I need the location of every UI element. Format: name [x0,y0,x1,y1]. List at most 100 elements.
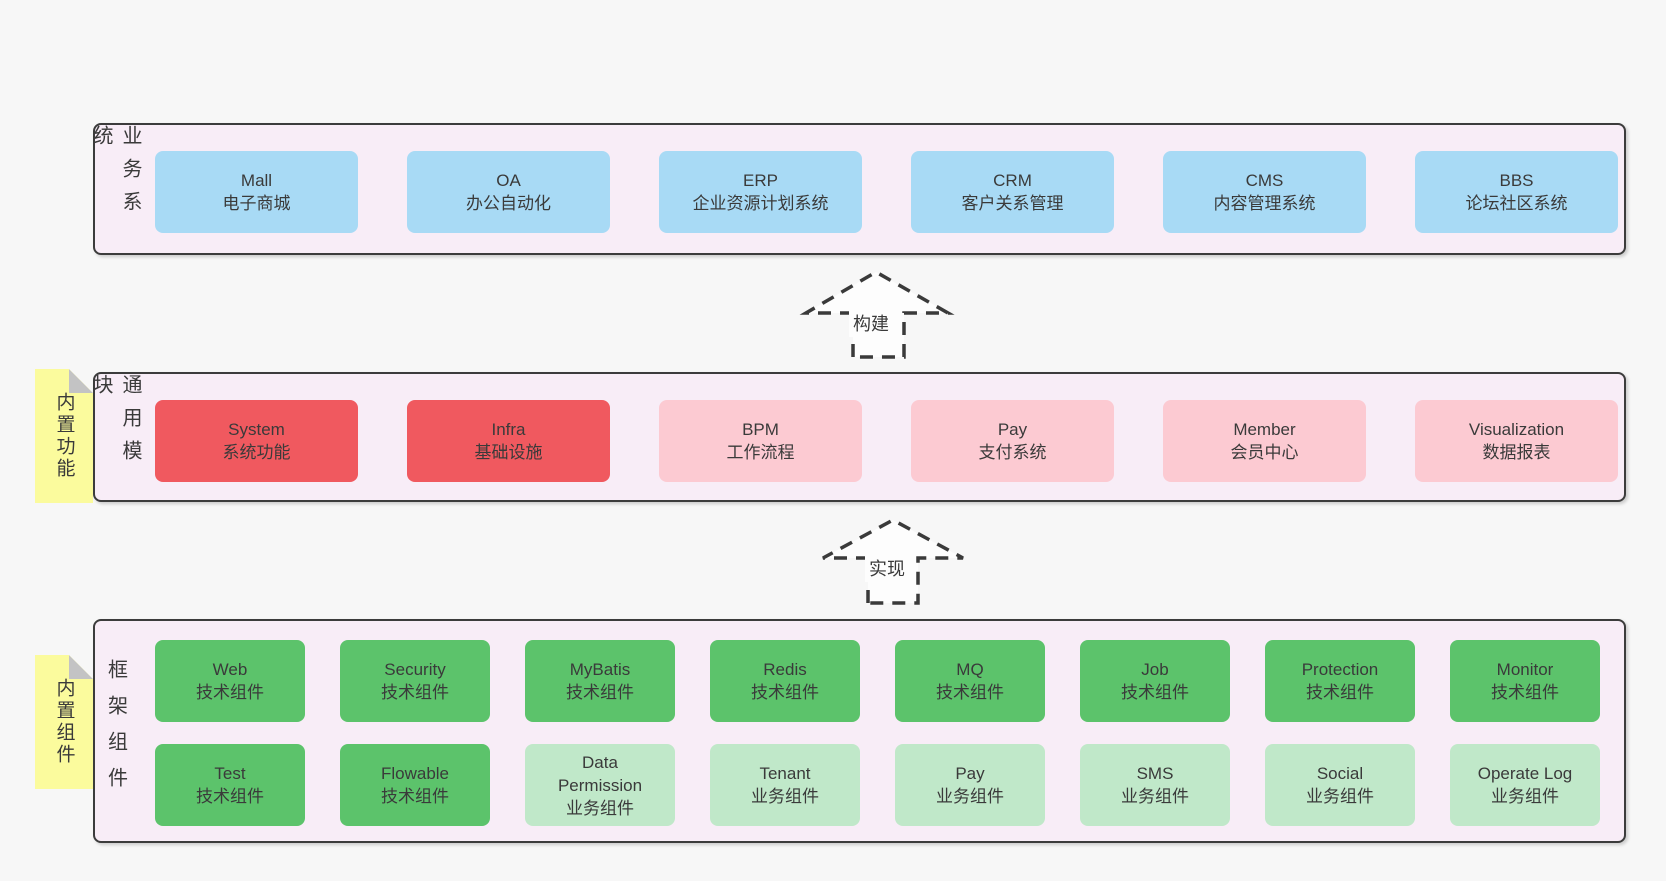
card-title: SMS [1136,764,1174,783]
business-system-card-cms: CMS 内容管理系统 [1163,151,1366,233]
module-card-infra: Infra 基础设施 [407,400,610,482]
sticky-fold-corner [69,655,93,679]
card-title: Redis [763,660,807,679]
sticky-note-label: 内置组件 [53,678,75,766]
card-title: Social [1316,764,1364,783]
component-card-redis: Redis 技术组件 [710,640,860,722]
business-system-card-oa: OA 办公自动化 [407,151,610,233]
layer-business-systems: 业务系统 Mall 电子商城 OA 办公自动化 ERP 企业资源计划系统 CRM 客户关系管理… [90,123,1626,255]
arrow-label-implement: 实现 [865,554,909,582]
card-subtitle: 业务组件 [751,787,819,806]
card-title: Security [384,660,446,679]
card-title: MyBatis [569,660,631,679]
card-subtitle: 技术组件 [381,787,449,806]
component-card-test: Test 技术组件 [155,744,305,826]
card-subtitle: 技术组件 [1121,683,1189,702]
card-subtitle: 技术组件 [1306,683,1374,702]
component-card-tenant: Tenant 业务组件 [710,744,860,826]
card-subtitle: 电子商城 [222,194,291,213]
sticky-note-built-in-features: 内置功能 [35,369,93,503]
card-title: Job [1141,660,1169,679]
card-title: OA [496,171,521,190]
sticky-note-label: 内置功能 [53,392,75,480]
card-subtitle: 业务组件 [1306,787,1374,806]
component-card-mq: MQ 技术组件 [895,640,1045,722]
component-card-monitor: Monitor 技术组件 [1450,640,1600,722]
card-subtitle: 业务组件 [1491,787,1559,806]
card-title: Data Permission [557,752,643,795]
card-title: Protection [1301,660,1379,679]
card-title: BBS [1499,171,1534,190]
card-title: Member [1233,420,1296,439]
card-title: Visualization [1468,420,1565,439]
card-subtitle: 技术组件 [1491,683,1559,702]
card-subtitle: 企业资源计划系统 [692,194,829,213]
component-card-protection: Protection 技术组件 [1265,640,1415,722]
card-title: Operate Log [1477,764,1573,783]
component-card-flowable: Flowable 技术组件 [340,744,490,826]
card-title: MQ [956,660,984,679]
card-title: Pay [955,764,985,783]
card-title: ERP [743,171,778,190]
component-card-sms: SMS 业务组件 [1080,744,1230,826]
sticky-note-built-in-components: 内置组件 [35,655,93,789]
business-system-card-erp: ERP 企业资源计划系统 [659,151,862,233]
card-subtitle: 技术组件 [566,683,634,702]
arrow-label-build: 构建 [849,309,893,337]
module-card-pay: Pay 支付系统 [911,400,1114,482]
card-subtitle: 技术组件 [751,683,819,702]
card-title: Web [212,660,248,679]
card-title: Infra [491,420,526,439]
module-card-visualization: Visualization 数据报表 [1415,400,1618,482]
card-subtitle: 技术组件 [936,683,1004,702]
card-subtitle: 办公自动化 [466,194,551,213]
module-card-bpm: BPM 工作流程 [659,400,862,482]
card-title: CRM [993,171,1032,190]
card-subtitle: 业务组件 [566,798,634,818]
component-card-web: Web 技术组件 [155,640,305,722]
component-card-social: Social 业务组件 [1265,744,1415,826]
card-title: Tenant [759,764,811,783]
business-system-card-bbs: BBS 论坛社区系统 [1415,151,1618,233]
layer-framework-components-label: 框架组件 [104,659,127,803]
card-subtitle: 支付系统 [978,443,1047,462]
card-subtitle: 客户关系管理 [961,194,1064,213]
layer-business-systems-label: 业务系统 [90,125,141,224]
component-card-security: Security 技术组件 [340,640,490,722]
card-subtitle: 基础设施 [474,443,543,462]
module-card-member: Member 会员中心 [1163,400,1366,482]
card-subtitle: 数据报表 [1482,443,1551,462]
business-system-cards: Mall 电子商城 OA 办公自动化 ERP 企业资源计划系统 CRM 客户关系管理 CMS 内容… [155,151,1618,233]
component-card-data-permission: Data Permission 业务组件 [525,744,675,826]
card-subtitle: 技术组件 [196,787,264,806]
card-subtitle: 工作流程 [726,443,795,462]
card-title: BPM [742,420,779,439]
card-title: CMS [1245,171,1284,190]
layer-common-modules-label: 通用模块 [90,374,141,473]
card-subtitle: 内容管理系统 [1213,194,1316,213]
card-title: Pay [997,420,1028,439]
card-title: System [228,420,285,439]
card-title: Test [214,764,246,783]
card-subtitle: 论坛社区系统 [1465,194,1568,213]
card-subtitle: 业务组件 [1121,787,1189,806]
card-subtitle: 技术组件 [381,683,449,702]
card-title: Mall [240,171,273,190]
card-title: Flowable [380,764,450,783]
business-system-card-crm: CRM 客户关系管理 [911,151,1114,233]
card-subtitle: 会员中心 [1230,443,1299,462]
card-subtitle: 技术组件 [196,683,264,702]
business-system-card-mall: Mall 电子商城 [155,151,358,233]
component-card-mybatis: MyBatis 技术组件 [525,640,675,722]
component-card-operate-log: Operate Log 业务组件 [1450,744,1600,826]
card-title: Monitor [1496,660,1554,679]
component-card-job: Job 技术组件 [1080,640,1230,722]
